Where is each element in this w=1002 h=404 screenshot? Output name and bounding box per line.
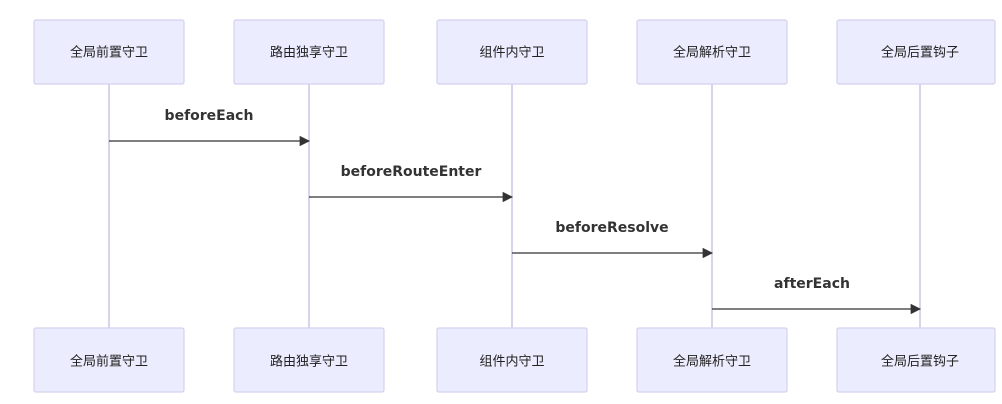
actor-box <box>636 327 788 393</box>
actor-top-p1: 全局前置守卫 <box>33 19 185 85</box>
actor-box <box>233 19 385 85</box>
actor-box <box>436 327 588 393</box>
actors-top: 全局前置守卫 路由独享守卫 组件内守卫 全局解析守卫 全局后置钩子 <box>33 19 996 85</box>
actor-box <box>33 327 185 393</box>
actor-top-p5: 全局后置钩子 <box>836 19 996 85</box>
message-label: beforeRouteEnter <box>341 164 482 180</box>
actor-label: 全局后置钩子 <box>881 45 959 61</box>
actor-top-p2: 路由独享守卫 <box>233 19 385 85</box>
actors-bottom: 全局前置守卫 路由独享守卫 组件内守卫 全局解析守卫 全局后置钩子 <box>33 327 996 393</box>
actor-top-p4: 全局解析守卫 <box>636 19 788 85</box>
actor-bottom-p4: 全局解析守卫 <box>636 327 788 393</box>
actor-label: 全局前置守卫 <box>70 354 148 370</box>
actor-box <box>636 19 788 85</box>
messages: beforeEach beforeRouteEnter beforeResolv… <box>109 108 922 315</box>
lifelines <box>108 84 921 328</box>
actor-label: 组件内守卫 <box>479 354 544 370</box>
message-label: afterEach <box>774 276 850 292</box>
actor-label: 组件内守卫 <box>479 45 544 61</box>
actor-top-p3: 组件内守卫 <box>436 19 588 85</box>
message-after-each: afterEach <box>712 276 922 315</box>
actor-label: 路由独享守卫 <box>270 45 348 61</box>
actor-bottom-p1: 全局前置守卫 <box>33 327 185 393</box>
message-before-each: beforeEach <box>109 108 311 147</box>
actor-label: 全局前置守卫 <box>70 45 148 61</box>
actor-box <box>33 19 185 85</box>
message-before-resolve: beforeResolve <box>512 220 714 259</box>
message-label: beforeEach <box>165 108 254 124</box>
actor-label: 全局后置钩子 <box>881 354 959 370</box>
actor-bottom-p5: 全局后置钩子 <box>836 327 996 393</box>
actor-label: 全局解析守卫 <box>673 354 751 370</box>
actor-bottom-p2: 路由独享守卫 <box>233 327 385 393</box>
actor-box <box>233 327 385 393</box>
actor-label: 全局解析守卫 <box>673 45 751 61</box>
message-before-route-enter: beforeRouteEnter <box>309 164 514 203</box>
actor-box <box>436 19 588 85</box>
actor-box <box>836 19 996 85</box>
actor-label: 路由独享守卫 <box>270 354 348 370</box>
actor-box <box>836 327 996 393</box>
actor-bottom-p3: 组件内守卫 <box>436 327 588 393</box>
message-label: beforeResolve <box>555 220 668 236</box>
